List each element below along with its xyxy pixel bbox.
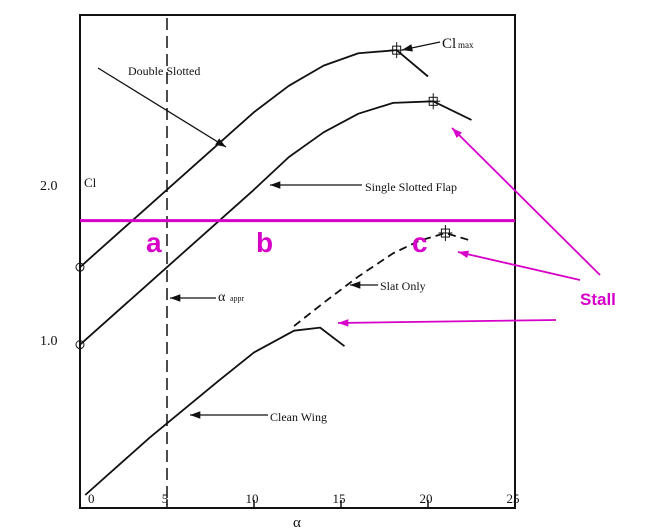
stall-arrow-clean-wing — [337, 319, 557, 324]
x-tick-label: 0 — [88, 491, 95, 506]
start-point-marker — [75, 340, 85, 350]
label-stall: Stall — [580, 290, 616, 309]
label-alpha-appr-sub: appr — [230, 294, 245, 303]
series-single-slotted-flap — [79, 100, 472, 346]
clmax-crosshair — [438, 225, 453, 242]
arrow-alpha-appr-head — [170, 294, 181, 302]
label-double-slotted: Double Slotted — [128, 64, 200, 78]
label-clmax-sub: max — [458, 40, 474, 50]
arrow-slat-only-head — [350, 281, 361, 289]
arrow-clmax-head — [402, 44, 413, 52]
x-tick-label: 20 — [420, 491, 433, 506]
stall-arrow-clean-wing-head — [338, 319, 349, 327]
clmax-crosshair — [426, 93, 441, 110]
label-clean-wing: Clean Wing — [270, 410, 327, 424]
label-slat-only: Slat Only — [380, 279, 426, 293]
x-tick-label: 15 — [333, 491, 346, 506]
stall-arrow-slat-only — [457, 251, 581, 281]
x-axis-label: α — [293, 515, 301, 531]
start-point-marker — [75, 262, 85, 272]
series-slat-only — [293, 232, 472, 327]
region-a: a — [146, 227, 162, 258]
x-tick-label: 25 — [507, 491, 520, 506]
stall-arrow-single-slotted — [451, 127, 601, 276]
label-clmax: Cl — [442, 36, 456, 52]
series-clean-wing — [84, 326, 346, 496]
arrow-clean-wing-head — [190, 411, 201, 419]
stall-arrow-slat-only-head — [458, 250, 469, 258]
y-tick-label: 1.0 — [40, 334, 58, 349]
series-double-slotted — [79, 49, 429, 268]
region-b: b — [256, 227, 273, 258]
plot-frame — [79, 14, 516, 509]
arrow-single-slotted-head — [270, 181, 281, 189]
x-tick-label: 5 — [162, 491, 169, 506]
clmax-crosshair — [389, 42, 404, 59]
arrow-double-slotted-head — [215, 138, 226, 147]
label-single-slotted: Single Slotted Flap — [365, 180, 457, 194]
y-tick-label: 2.0 — [40, 179, 58, 194]
label-alpha-appr: α — [218, 290, 226, 305]
y-axis-label: Cl — [84, 175, 97, 190]
stall-arrow-single-slotted-head — [452, 128, 462, 138]
arrow-double-slotted — [97, 67, 227, 148]
x-tick-label: 10 — [246, 491, 259, 506]
region-c: c — [412, 227, 428, 258]
